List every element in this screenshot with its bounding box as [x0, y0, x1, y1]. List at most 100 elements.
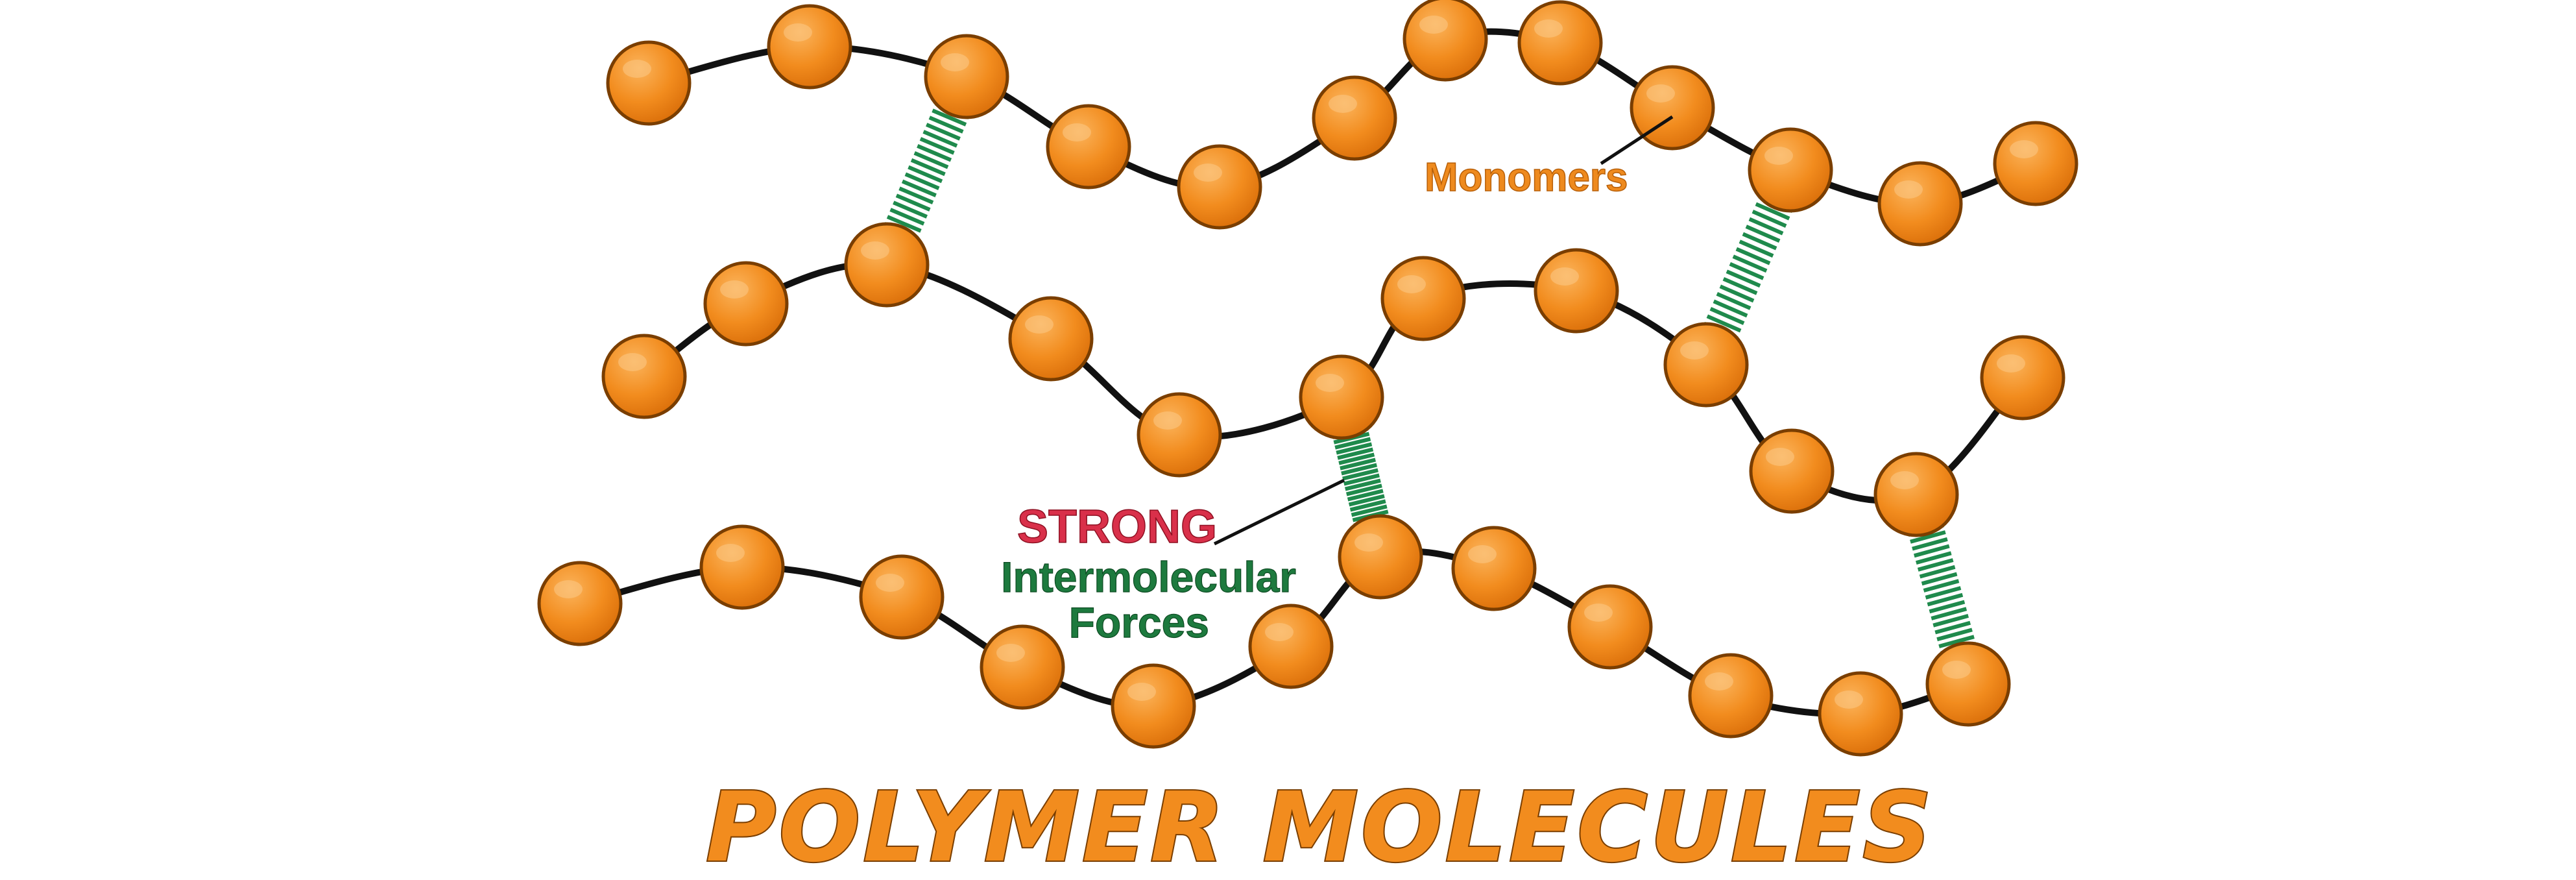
- bond-stripe: [1927, 593, 1964, 607]
- bond-stripe: [1923, 579, 1960, 593]
- bond-stripe: [1916, 551, 1952, 565]
- bond-stripe: [1925, 586, 1962, 600]
- bond-stripe: [1706, 314, 1742, 333]
- bond-stripe: [1751, 210, 1787, 228]
- monomer-ball: [1749, 428, 1835, 514]
- bond-stripe: [1713, 299, 1748, 318]
- monomer-ball: [1451, 526, 1537, 611]
- intermolecular-force-bond: [1703, 195, 1794, 340]
- monomer-ball: [1877, 161, 1963, 247]
- monomer-ball: [1046, 104, 1131, 189]
- bond-stripe: [908, 165, 943, 184]
- monomer-ball: [1630, 65, 1715, 151]
- monomer-ball: [859, 554, 945, 640]
- bond-stripe: [1345, 483, 1382, 496]
- monomer-ball: [699, 524, 785, 610]
- bond-stripe: [1932, 614, 1969, 628]
- monomer-ball: [1873, 452, 1959, 537]
- bond-stripe: [1739, 239, 1774, 258]
- bond-stripe: [898, 186, 934, 204]
- diagram-title: POLYMER MOLECULES: [706, 772, 1934, 880]
- bond-stripe: [1726, 269, 1761, 288]
- monomer-ball: [844, 222, 930, 308]
- bond-stripe: [1938, 635, 1975, 648]
- bond-stripe: [1719, 284, 1755, 303]
- monomer-ball: [767, 4, 852, 90]
- bond-stripe: [895, 193, 931, 212]
- bond-stripe: [1336, 442, 1373, 455]
- monomer-ball: [1748, 127, 1833, 213]
- monomer-ball: [1517, 0, 1603, 86]
- bond-stripe: [1732, 254, 1768, 273]
- bond-stripe: [1755, 202, 1790, 221]
- monomer-ball: [1925, 641, 2011, 727]
- monomer-ball: [1534, 248, 1619, 334]
- bond-stripe: [901, 179, 937, 197]
- monomer-ball: [1688, 653, 1774, 739]
- monomer-ball: [1312, 75, 1397, 161]
- strong-label: STRONG: [1017, 501, 1217, 553]
- intermolecular-force-bond: [884, 101, 970, 240]
- bond-stripe: [913, 151, 949, 169]
- monomers-leader-line: [1600, 115, 1674, 165]
- bond-stripe: [928, 116, 964, 134]
- bond-stripe: [904, 172, 940, 191]
- bond-stripe: [932, 108, 967, 127]
- bond-stripe: [893, 201, 928, 219]
- monomer-group: [537, 0, 2078, 757]
- monomer-ball: [1338, 514, 1423, 600]
- monomer-ball: [1111, 663, 1196, 749]
- monomer-ball: [606, 40, 692, 126]
- monomer-ball: [924, 34, 1009, 119]
- bond-stripe: [1337, 447, 1374, 460]
- bond-stripe: [1349, 499, 1386, 512]
- bond-stripe: [919, 137, 955, 155]
- monomers-label: Monomers: [1425, 155, 1628, 200]
- monomer-ball: [703, 261, 789, 347]
- monomer-ball: [537, 561, 623, 646]
- bond-stripe: [1729, 262, 1764, 280]
- bond-stripe: [926, 123, 961, 141]
- bond-stripe: [1921, 572, 1958, 586]
- bond-stripe: [1912, 537, 1948, 551]
- monomer-ball: [980, 624, 1065, 710]
- bond-stripe: [1716, 291, 1751, 310]
- bond-stripe: [917, 144, 952, 162]
- bond-stripe: [1338, 452, 1375, 465]
- bond-stripe: [1351, 504, 1388, 517]
- bond-stripe: [1348, 494, 1385, 507]
- bond-stripe: [886, 215, 922, 233]
- bond-stripe: [1917, 558, 1954, 572]
- bond-stripe: [1931, 607, 1968, 620]
- bond-stripe: [1722, 276, 1758, 295]
- bond-stripe: [1934, 620, 1971, 635]
- bond-stripe: [1709, 307, 1745, 325]
- intermolecular-label: Intermolecular: [1001, 553, 1296, 601]
- monomer-ball: [1299, 354, 1384, 440]
- monomer-ball: [1993, 121, 2078, 206]
- bond-stripe: [1735, 247, 1771, 265]
- bond-stripe: [1342, 468, 1378, 481]
- intermolecular-force-bond: [1332, 426, 1390, 528]
- bond-stripe: [889, 208, 925, 226]
- intermolecular-force-bond: [1908, 523, 1977, 655]
- bond-stripe: [1347, 489, 1384, 502]
- monomer-ball: [1248, 604, 1334, 689]
- bond-stripe: [1340, 458, 1377, 471]
- bond-stripe: [1748, 217, 1784, 236]
- monomer-ball: [1402, 0, 1488, 82]
- bond-stripe: [1344, 478, 1381, 491]
- monomer-ball: [1663, 322, 1749, 408]
- bond-stripe: [1919, 565, 1956, 579]
- bond-stripe: [1936, 628, 1973, 642]
- bond-stripe: [1742, 232, 1777, 251]
- monomer-ball: [1567, 584, 1653, 670]
- bond-stripe: [1910, 530, 1946, 544]
- monomer-ball: [1818, 671, 1903, 757]
- bond-stripe: [1341, 463, 1378, 476]
- bond-stripe: [1914, 544, 1950, 558]
- monomer-ball: [1177, 144, 1262, 230]
- bond-stripe: [910, 158, 946, 177]
- bond-stripe: [1745, 225, 1781, 243]
- monomer-ball: [1137, 392, 1222, 478]
